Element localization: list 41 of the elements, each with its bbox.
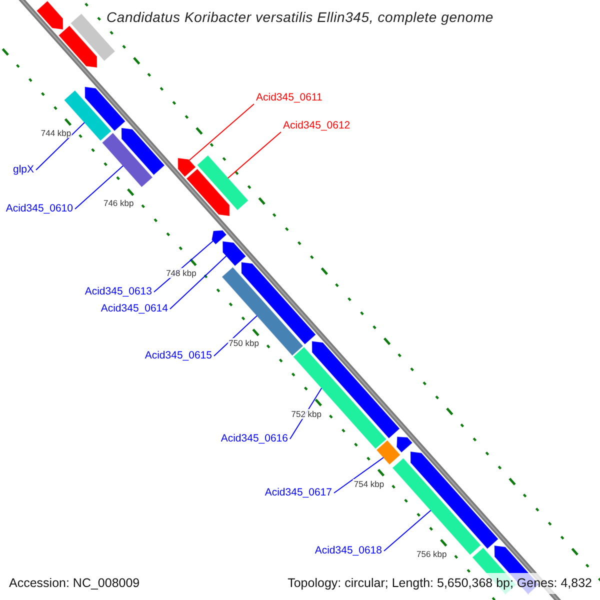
gene-feature xyxy=(376,440,400,465)
gene-feature xyxy=(410,452,498,549)
title: Candidatus Koribacter versatilis Ellin345, complete genome xyxy=(105,9,495,25)
gene-label: Acid345_0610 xyxy=(6,202,73,216)
leader-line xyxy=(74,165,124,210)
gene-feature xyxy=(212,230,227,244)
leader-line xyxy=(214,315,258,356)
gene-label: Acid345_0617 xyxy=(264,486,332,500)
scale-label: 746 kbp xyxy=(102,198,135,208)
scale-label: 756 kbp xyxy=(415,548,448,559)
gene-label: Acid345_0616 xyxy=(220,432,288,446)
gene-label: Acid345_0615 xyxy=(144,350,212,362)
leader-line xyxy=(36,122,85,170)
leader-line xyxy=(384,510,432,552)
gene-label: Acid345_0618 xyxy=(314,544,382,558)
scale-label: 754 kbp xyxy=(352,478,386,489)
leader-line xyxy=(170,255,227,310)
gene-label: Acid345_0612 xyxy=(283,120,350,132)
gene-feature xyxy=(102,132,153,188)
scale-label: 744 kbp xyxy=(40,128,72,138)
leader-line xyxy=(227,132,282,179)
scale-label: 750 kbp xyxy=(228,338,260,348)
gene-feature xyxy=(186,168,230,216)
gene-feature xyxy=(293,346,386,449)
gene-label: Acid345_0613 xyxy=(84,286,152,298)
gene-feature xyxy=(222,267,304,356)
gene-label: Acid345_0611 xyxy=(256,92,322,104)
scale-label: 748 kbp xyxy=(165,268,198,278)
gene-label: glpX xyxy=(12,164,34,176)
leader-line xyxy=(188,104,254,161)
gene-feature xyxy=(222,241,246,266)
gene-feature xyxy=(197,155,248,210)
gene-label: Acid345_0614 xyxy=(100,302,168,316)
scale-label: 752 kbp xyxy=(290,408,323,419)
gene-feature xyxy=(396,436,412,453)
gene-feature xyxy=(121,128,165,176)
gene-feature xyxy=(36,0,64,30)
leader-line xyxy=(334,457,384,494)
gene-feature xyxy=(84,86,126,132)
gene-feature xyxy=(58,26,98,68)
accession-text: Accession: NC_008009 xyxy=(8,575,141,592)
